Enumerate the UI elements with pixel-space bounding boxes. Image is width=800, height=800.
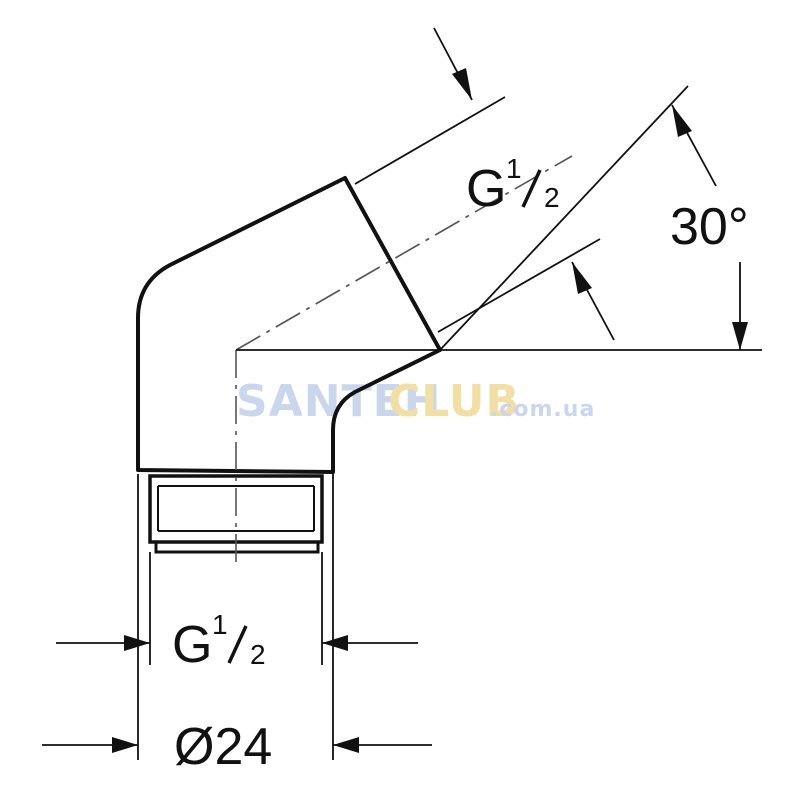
arrowheads (112, 68, 748, 753)
fraction-slash-bottom (227, 625, 248, 664)
fraction-slash-angled (521, 169, 542, 208)
g12-arrow-right-head (322, 635, 348, 651)
d24-arrow-right-head (333, 737, 359, 753)
d24-arrow-left-head (112, 737, 138, 753)
angle-arrow-upper-head (672, 105, 692, 137)
angled-extension-upper (354, 96, 506, 185)
label-thread-angled: G 1 2 (466, 153, 560, 218)
elbow-body (136, 176, 442, 474)
label-thread-angled-g: G (466, 160, 506, 218)
center-lines (235, 155, 573, 565)
label-thread-angled-num: 1 (506, 153, 522, 184)
label-thread-bottom-num: 1 (212, 609, 228, 640)
label-angle: 30° (670, 198, 749, 256)
angle-arrow-vertical-head (732, 322, 748, 350)
nipple-chamfer (154, 540, 320, 554)
label-thread-bottom: G 1 2 (172, 609, 266, 674)
watermark-part1: SANTEH (236, 376, 441, 427)
g12-arrow-left-head (124, 635, 150, 651)
label-thread-bottom-den: 2 (250, 639, 266, 670)
label-diameter: Ø24 (174, 718, 272, 776)
watermark-part2: CLUB (388, 376, 520, 427)
threaded-nipple (148, 474, 324, 554)
label-thread-angled-den: 2 (544, 182, 560, 213)
angle-arrow-lower-head (572, 262, 592, 294)
angled-centerline (235, 155, 573, 351)
label-thread-bottom-g: G (172, 616, 212, 674)
dimension-lines (42, 27, 762, 760)
watermark: SANTEH CLUB .com.ua (236, 376, 595, 427)
elbow-outline (136, 176, 442, 474)
thread-face-arrow-head (452, 68, 472, 100)
angled-extension-lower (437, 238, 601, 333)
watermark-part3: .com.ua (490, 397, 595, 422)
angled-axis-extension (439, 85, 689, 351)
